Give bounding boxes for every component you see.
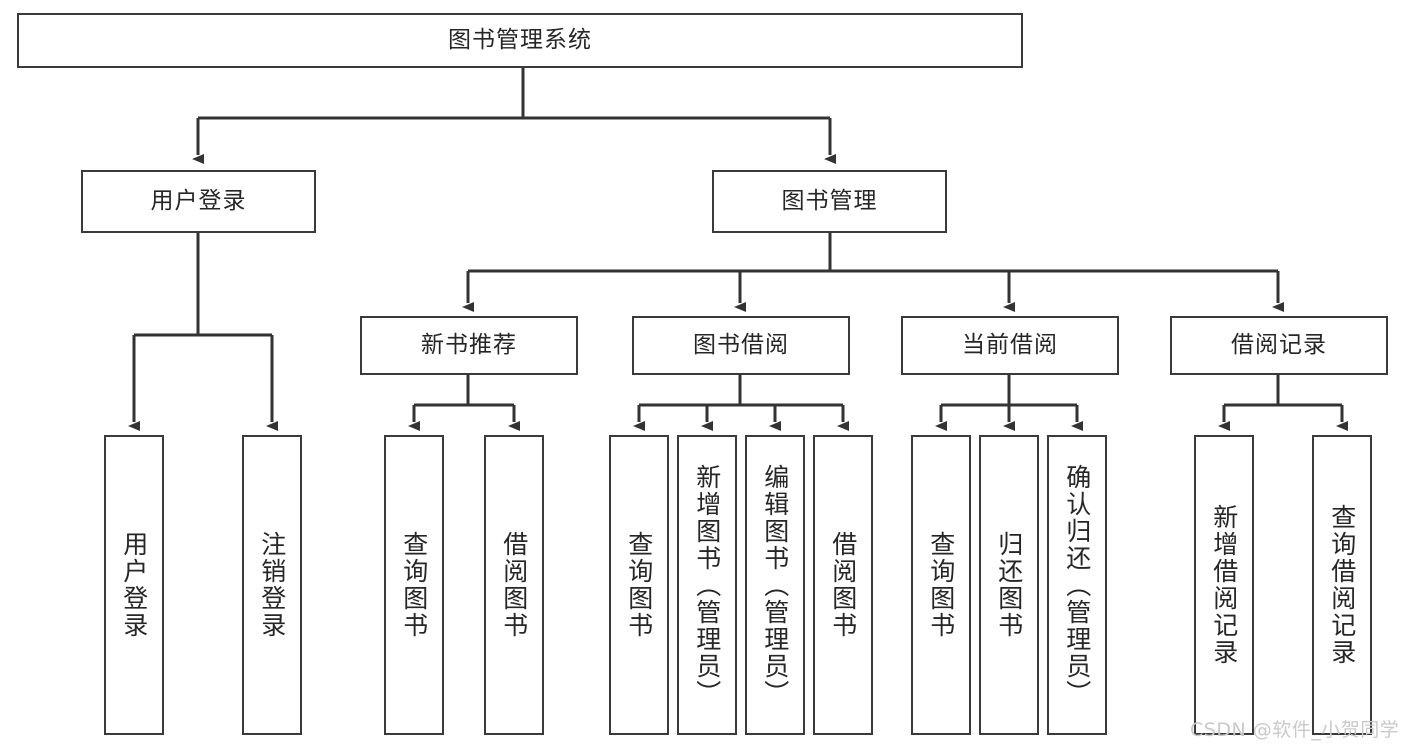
- node-book-borrow-label: 图书借阅: [693, 331, 789, 358]
- node-new-book-recommend-label: 新书推荐: [421, 331, 517, 358]
- node-leaf-borrow-book-1[interactable]: 借阅图书: [484, 435, 544, 735]
- node-book-manage-label: 图书管理: [781, 187, 878, 214]
- node-leaf-query-book-3-label: 查询图书: [926, 531, 956, 639]
- node-leaf-query-record[interactable]: 查询借阅记录: [1312, 435, 1372, 735]
- node-leaf-logout-login-label: 注销登录: [257, 531, 287, 639]
- node-borrow-record[interactable]: 借阅记录: [1170, 316, 1388, 375]
- node-leaf-add-book-label: 新增图书（管理员）: [692, 463, 722, 707]
- node-leaf-query-book-1-label: 查询图书: [399, 531, 429, 639]
- node-leaf-return-book-label: 归还图书: [994, 531, 1024, 639]
- node-root-label: 图书管理系统: [448, 26, 592, 53]
- node-leaf-query-book-2[interactable]: 查询图书: [609, 435, 669, 735]
- node-leaf-add-record-label: 新增借阅记录: [1209, 504, 1239, 666]
- node-book-borrow[interactable]: 图书借阅: [632, 316, 850, 375]
- node-leaf-edit-book-label: 编辑图书（管理员）: [760, 463, 790, 707]
- node-current-borrow[interactable]: 当前借阅: [901, 316, 1119, 375]
- node-leaf-query-record-label: 查询借阅记录: [1327, 504, 1357, 666]
- node-leaf-add-book[interactable]: 新增图书（管理员）: [677, 435, 737, 735]
- node-leaf-confirm-return[interactable]: 确认归还（管理员）: [1047, 435, 1107, 735]
- node-leaf-return-book[interactable]: 归还图书: [979, 435, 1039, 735]
- node-leaf-confirm-return-label: 确认归还（管理员）: [1062, 463, 1092, 707]
- node-current-borrow-label: 当前借阅: [962, 331, 1058, 358]
- node-leaf-borrow-book-2[interactable]: 借阅图书: [813, 435, 873, 735]
- node-leaf-user-login[interactable]: 用户登录: [104, 435, 164, 735]
- node-leaf-logout-login[interactable]: 注销登录: [242, 435, 302, 735]
- node-leaf-query-book-2-label: 查询图书: [624, 531, 654, 639]
- node-new-book-recommend[interactable]: 新书推荐: [360, 316, 578, 375]
- node-user-login[interactable]: 用户登录: [81, 170, 316, 233]
- watermark-text: CSDN @软件_小贺同学: [1190, 719, 1400, 741]
- node-book-manage[interactable]: 图书管理: [712, 170, 947, 233]
- node-leaf-query-book-3[interactable]: 查询图书: [911, 435, 971, 735]
- node-leaf-user-login-label: 用户登录: [119, 531, 149, 639]
- node-leaf-edit-book[interactable]: 编辑图书（管理员）: [745, 435, 805, 735]
- node-leaf-query-book-1[interactable]: 查询图书: [384, 435, 444, 735]
- node-leaf-borrow-book-2-label: 借阅图书: [828, 531, 858, 639]
- node-leaf-add-record[interactable]: 新增借阅记录: [1194, 435, 1254, 735]
- node-leaf-borrow-book-1-label: 借阅图书: [499, 531, 529, 639]
- node-borrow-record-label: 借阅记录: [1231, 331, 1327, 358]
- node-root[interactable]: 图书管理系统: [17, 13, 1023, 68]
- node-user-login-label: 用户登录: [150, 187, 247, 214]
